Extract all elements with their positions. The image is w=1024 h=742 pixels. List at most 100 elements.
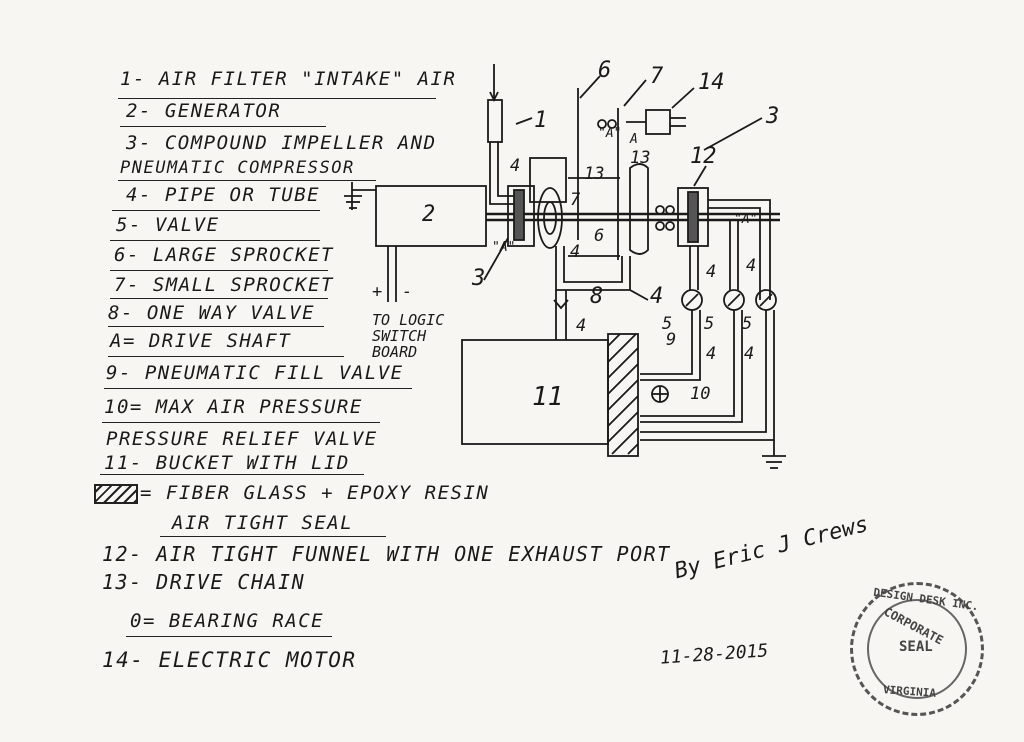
legend-underline <box>126 636 332 637</box>
legend-item-bearing: 0= BEARING RACE <box>130 610 325 632</box>
callout-4a: 4 <box>510 156 521 176</box>
callout-3b: 3 <box>472 266 486 291</box>
one-way-valve-top <box>607 119 617 129</box>
generator-label: 2 <box>422 202 436 227</box>
legend-item-fiberglass: = FIBER GLASS + EPOXY RESIN <box>140 482 490 504</box>
callout-9: 9 <box>666 330 677 350</box>
callout-a4: A <box>630 132 638 147</box>
intake-pipe <box>489 142 514 205</box>
callout-4d: 4 <box>576 316 587 336</box>
callout-5c: 5 <box>742 314 753 334</box>
legend-item-8: 8- ONE WAY VALVE <box>108 302 316 324</box>
legend-item-2: 2- GENERATOR <box>126 100 282 122</box>
callout-4b: 4 <box>570 242 581 262</box>
callout-a1: "A" <box>598 126 622 141</box>
plus-sign: + <box>372 282 383 302</box>
small-sprocket-7 <box>529 157 567 203</box>
air-tight-funnel <box>677 187 709 247</box>
legend-underline <box>118 98 436 99</box>
legend-underline <box>104 388 412 389</box>
seal-bottom-text: VIRGINIA <box>882 683 937 700</box>
minus-sign: - <box>402 282 413 302</box>
callout-5b: 5 <box>704 314 715 334</box>
seal-inner-ring <box>867 599 967 699</box>
callout-12: 12 <box>690 144 717 169</box>
pipe-compressor <box>563 246 623 283</box>
logic-switch-note: TO LOGIC SWITCH BOARD <box>372 311 445 361</box>
leader-3 <box>703 117 763 151</box>
leader-6 <box>579 75 601 99</box>
callout-6: 6 <box>598 58 612 83</box>
valve-5-stem <box>759 293 773 307</box>
impeller-housing-left <box>507 185 535 247</box>
pipe-valve-3 <box>640 310 767 433</box>
bearing-race <box>665 205 675 215</box>
seal-hatching <box>607 333 639 455</box>
electric-motor <box>645 109 671 135</box>
callout-4g: 4 <box>706 344 717 364</box>
valve-5-stem <box>727 293 741 307</box>
legend-underline <box>160 536 386 537</box>
legend-item-12: 12- AIR TIGHT FUNNEL WITH ONE EXHAUST PO… <box>102 542 671 566</box>
callout-13b: 13 <box>630 148 651 168</box>
impeller-right <box>687 191 699 243</box>
leader-4 <box>629 289 649 301</box>
legend-underline <box>102 422 380 423</box>
drive-chain-loop <box>629 163 649 255</box>
callout-7b: 7 <box>570 190 581 210</box>
legend-item-14: 14- ELECTRIC MOTOR <box>102 648 357 672</box>
callout-4h: 4 <box>744 344 755 364</box>
generator-box <box>375 185 487 247</box>
legend-item-7: 7- SMALL SPROCKET <box>114 274 334 296</box>
legend-item-4: 4- PIPE OR TUBE <box>126 184 321 206</box>
leader-7 <box>623 79 647 107</box>
callout-10: 10 <box>690 384 711 404</box>
drive-chain <box>568 177 620 257</box>
legend-item-airtight: AIR TIGHT SEAL <box>172 512 354 534</box>
pipe-compressor <box>555 246 631 291</box>
callout-6b: 6 <box>594 226 605 246</box>
legend-underline <box>110 240 320 241</box>
leader-12 <box>693 165 707 187</box>
leader-3-left <box>483 237 509 281</box>
legend-item-3: 3- COMPOUND IMPELLER AND <box>126 132 437 154</box>
callout-4c: 4 <box>650 284 664 309</box>
legend-item-11: 11- BUCKET WITH LID <box>104 452 350 474</box>
pipe-valve-2 <box>640 310 743 423</box>
legend-underline <box>120 126 326 127</box>
callout-5a: 5 <box>662 314 673 334</box>
leader-1 <box>515 117 533 125</box>
callout-13: 13 <box>584 164 605 184</box>
fiberglass-seal <box>607 333 639 457</box>
seal-center-text: SEAL <box>899 639 933 655</box>
pipe-valve-2 <box>640 310 735 417</box>
legend-underline <box>108 326 324 327</box>
one-way-valve-top <box>597 119 607 129</box>
legend-underline <box>110 298 328 299</box>
bearing-race <box>655 221 665 231</box>
pipe-valve-1 <box>640 310 701 381</box>
hatch-swatch <box>94 484 138 504</box>
legend-item-10: 10= MAX AIR PRESSURE <box>104 396 363 418</box>
callout-7: 7 <box>650 64 664 89</box>
legend-underline <box>112 210 320 211</box>
callout-4e: 4 <box>706 262 717 282</box>
callout-a3: "A" <box>734 212 758 227</box>
leader-14 <box>671 87 695 109</box>
callout-3: 3 <box>766 104 780 129</box>
pipe-outer <box>708 199 771 300</box>
callout-1: 1 <box>534 108 548 133</box>
legend-underline <box>110 270 328 271</box>
pipe-valve-1 <box>640 310 693 375</box>
legend-underline <box>118 180 376 181</box>
legend-item-9: 9- PNEUMATIC FILL VALVE <box>106 362 404 384</box>
legend-item-1: 1- AIR FILTER "INTAKE" AIR <box>120 68 457 90</box>
legend-underline <box>100 474 364 475</box>
callout-4f: 4 <box>746 256 757 276</box>
valve-5-stem <box>685 293 699 307</box>
legend-item-5: 5- VALVE <box>116 214 220 236</box>
large-sprocket-6 <box>537 187 563 249</box>
legend-item-3-cont: PNEUMATIC COMPRESSOR <box>120 158 355 178</box>
